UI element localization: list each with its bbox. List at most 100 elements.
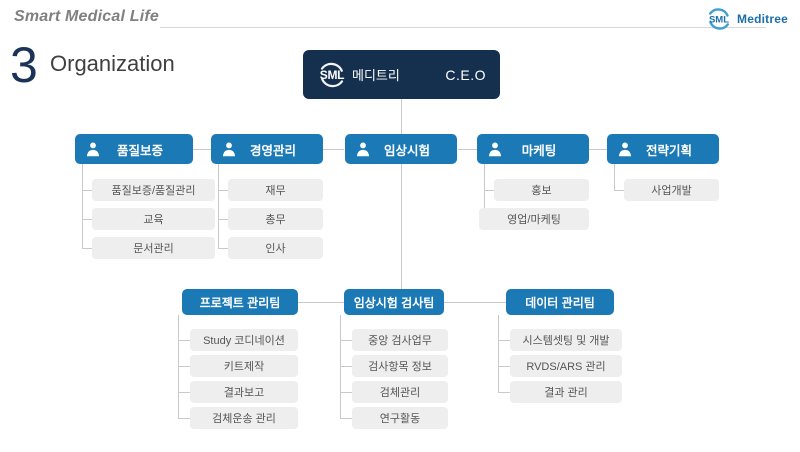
node-dept-marketing[interactable]: 마케팅 (477, 134, 589, 164)
page-number: 3 (10, 37, 38, 93)
sub-item-label: 문서관리 (133, 243, 174, 255)
node-ceo[interactable]: SML 메디트리 C.E.O (303, 50, 500, 99)
header-divider (160, 27, 766, 28)
dept-label: 마케팅 (521, 143, 557, 158)
connector-dept1-rail (82, 164, 83, 248)
connector-team3-stub-1 (498, 340, 510, 341)
sub-item-label: 검체관리 (379, 387, 421, 399)
sub-item-label: 연구활동 (379, 413, 421, 425)
sub-item-label: 검사항목 정보 (368, 361, 432, 373)
sub-item-label: 키트제작 (223, 361, 265, 373)
connector-dept-4-5 (588, 149, 610, 150)
connector-team1-stub-1 (178, 340, 190, 341)
sub-item-mgmt-2[interactable]: 총무 (228, 208, 323, 230)
connector-dept5-stub-1 (614, 190, 624, 191)
connector-dept2-stub-2 (218, 219, 228, 220)
sub-item-label: 시스템셋팅 및 개발 (522, 335, 610, 347)
connector-dept1-stub-3 (82, 248, 92, 249)
person-icon (85, 141, 101, 157)
connector-dept2-stub-1 (218, 190, 228, 191)
sub-item-label: 인사 (265, 243, 286, 255)
connector-team1-rail (178, 315, 179, 419)
connector-dept-3-4 (458, 149, 480, 150)
team-label: 임상시험 검사팀 (353, 295, 435, 310)
sub-item-marketing-2[interactable]: 영업/마케팅 (479, 208, 589, 230)
connector-dept1-stub-1 (82, 190, 92, 191)
sub-item-pm-3[interactable]: 결과보고 (190, 381, 298, 403)
dept-label: 경영관리 (249, 143, 296, 158)
node-team-project-management[interactable]: 프로젝트 관리팀 (182, 289, 298, 315)
team-label: 데이터 관리팀 (525, 295, 595, 310)
sub-item-dm-1[interactable]: 시스템셋팅 및 개발 (510, 329, 622, 351)
connector-team3-rail (498, 315, 499, 393)
connector-dept2-rail (218, 164, 219, 248)
ceo-role-label: C.E.O (445, 66, 486, 83)
sub-item-label: 홍보 (531, 185, 552, 197)
connector-team3-stub-2 (498, 366, 510, 367)
connector-dept2-stub-3 (218, 248, 228, 249)
sub-item-mgmt-1[interactable]: 재무 (228, 179, 323, 201)
connector-dept-1-2 (192, 149, 214, 150)
brand-tagline: Smart Medical Life (14, 8, 159, 25)
sub-item-label: 중앙 검사업무 (368, 335, 432, 347)
connector-team-1-2 (298, 302, 358, 303)
sub-item-label: 총무 (265, 214, 286, 226)
person-icon (487, 141, 503, 157)
connector-team1-stub-2 (178, 366, 190, 367)
sub-item-label: 재무 (265, 185, 286, 197)
node-dept-quality-assurance[interactable]: 품질보증 (75, 134, 193, 164)
node-team-data-management[interactable]: 데이터 관리팀 (506, 289, 614, 315)
sub-item-pm-2[interactable]: 키트제작 (190, 355, 298, 377)
sub-item-pm-1[interactable]: Study 코디네이션 (190, 329, 298, 351)
sub-item-mgmt-3[interactable]: 인사 (228, 237, 323, 259)
connector-team2-stub-4 (340, 418, 352, 419)
node-dept-management[interactable]: 경영관리 (211, 134, 323, 164)
person-icon (221, 141, 237, 157)
sub-item-label: 영업/마케팅 (507, 214, 561, 226)
logo-wordmark: Meditree (737, 12, 788, 26)
sml-logo-icon: SML (706, 6, 732, 32)
connector-team1-stub-3 (178, 392, 190, 393)
sub-item-label: 사업개발 (651, 185, 692, 197)
person-icon (617, 141, 633, 157)
sub-item-qa-3[interactable]: 문서관리 (92, 237, 215, 259)
dept-label: 품질보증 (116, 143, 163, 158)
connector-dept4-rail (484, 164, 485, 219)
connector-ceo-stem (401, 99, 402, 149)
page-title: Organization (50, 51, 175, 76)
ceo-logo-mark-text: SML (319, 67, 345, 82)
connector-dept-2-3 (322, 149, 344, 150)
sub-item-label: 교육 (143, 214, 164, 226)
connector-dept1-stub-2 (82, 219, 92, 220)
sub-item-marketing-1[interactable]: 홍보 (494, 179, 589, 201)
connector-team2-stub-1 (340, 340, 352, 341)
connector-team2-stub-2 (340, 366, 352, 367)
person-icon (355, 141, 371, 157)
sub-item-strategy-1[interactable]: 사업개발 (624, 179, 719, 201)
sub-item-label: 결과 관리 (544, 387, 588, 399)
sub-item-ct-3[interactable]: 검체관리 (352, 381, 448, 403)
sub-item-ct-1[interactable]: 중앙 검사업무 (352, 329, 448, 351)
sub-item-label: 결과보고 (223, 387, 265, 399)
company-logo: SML Meditree (706, 6, 788, 32)
sub-item-label: 품질보증/품질관리 (111, 185, 196, 197)
sub-item-dm-2[interactable]: RVDS/ARS 관리 (510, 355, 622, 377)
connector-team2-rail (340, 315, 341, 419)
svg-text:SML: SML (709, 15, 729, 26)
sub-item-ct-4[interactable]: 연구활동 (352, 407, 448, 429)
connector-team3-stub-3 (498, 392, 510, 393)
node-dept-clinical-trial[interactable]: 임상시험 (345, 134, 457, 164)
sub-item-ct-2[interactable]: 검사항목 정보 (352, 355, 448, 377)
sub-item-pm-4[interactable]: 검체운송 관리 (190, 407, 298, 429)
dept-label: 임상시험 (383, 143, 430, 158)
sub-item-qa-2[interactable]: 교육 (92, 208, 215, 230)
dept-label: 전략기획 (645, 143, 692, 158)
node-dept-strategy-planning[interactable]: 전략기획 (607, 134, 719, 164)
connector-dept5-rail (614, 164, 615, 190)
node-team-clinical-testing[interactable]: 임상시험 검사팀 (344, 289, 444, 315)
connector-team-2-3 (444, 302, 506, 303)
sub-item-qa-1[interactable]: 품질보증/품질관리 (92, 179, 215, 201)
connector-team2-stub-3 (340, 392, 352, 393)
sub-item-dm-3[interactable]: 결과 관리 (510, 381, 622, 403)
